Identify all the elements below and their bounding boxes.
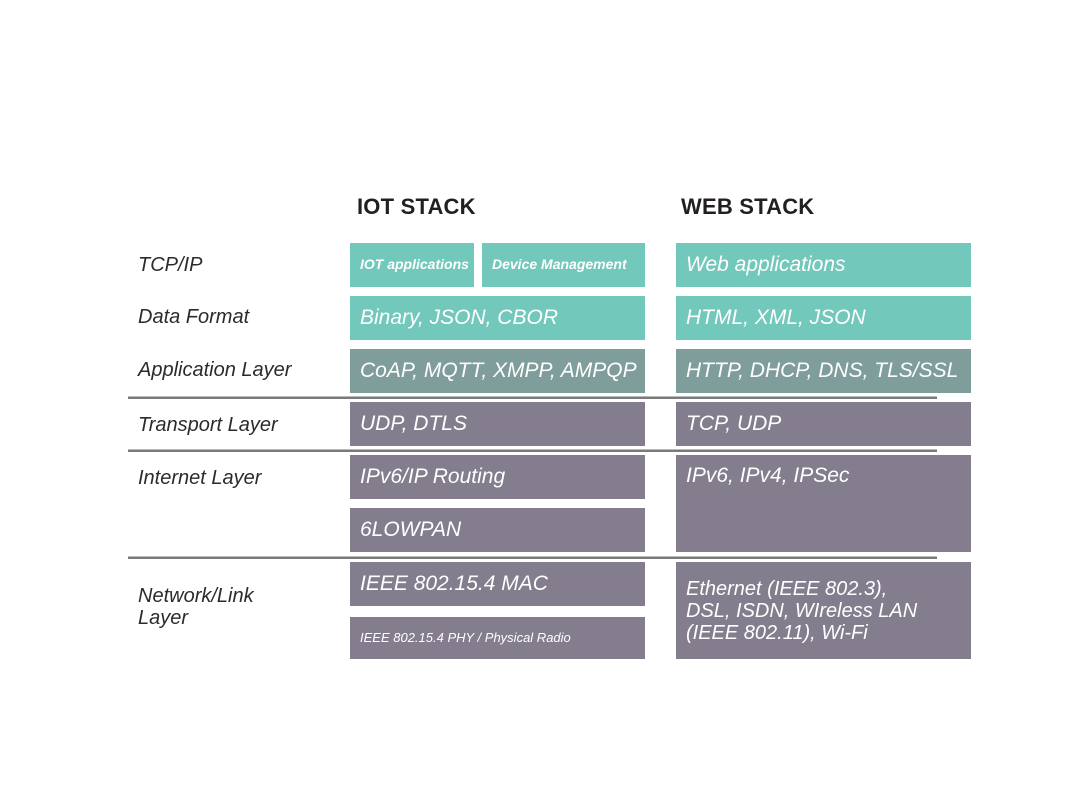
row-label-transport-layer: Transport Layer <box>138 414 278 436</box>
row-label-application-layer: Application Layer <box>138 359 292 381</box>
block-ieee-802-15-4-mac: IEEE 802.15.4 MAC <box>350 562 645 606</box>
block-ipv6-ip-routing: IPv6/IP Routing <box>350 455 645 499</box>
row-label-network-link-layer: Network/Link Layer <box>138 585 254 630</box>
block-tcp-udp: TCP, UDP <box>676 402 971 446</box>
separator-above-network-link-layer <box>128 556 937 559</box>
block-binary-json-cbor: Binary, JSON, CBOR <box>350 296 645 340</box>
row-label-internet-layer: Internet Layer <box>138 467 262 489</box>
column-header-iot-stack: IOT STACK <box>357 194 476 219</box>
block-device-management: Device Management <box>482 243 645 287</box>
block-html-xml-json: HTML, XML, JSON <box>676 296 971 340</box>
block-6lowpan: 6LOWPAN <box>350 508 645 552</box>
row-label-tcp-ip: TCP/IP <box>138 254 203 276</box>
row-label-data-format: Data Format <box>138 306 250 328</box>
column-header-web-stack: WEB STACK <box>681 194 815 219</box>
block-ipv6-ipv4-ipsec: IPv6, IPv4, IPSec <box>676 455 971 552</box>
separator-above-internet-layer <box>128 449 937 452</box>
block-ethernet-dsl-isdn-wireless-lan: Ethernet (IEEE 802.3), DSL, ISDN, WIrele… <box>676 562 971 659</box>
block-web-applications: Web applications <box>676 243 971 287</box>
block-udp-dtls: UDP, DTLS <box>350 402 645 446</box>
block-http-dhcp-dns-tls-ssl: HTTP, DHCP, DNS, TLS/SSL <box>676 349 971 393</box>
block-iot-applications: IOT applications <box>350 243 474 287</box>
block-ieee-802-15-4-phy: IEEE 802.15.4 PHY / Physical Radio <box>350 617 645 659</box>
block-coap-mqtt-xmpp-ampqp: CoAP, MQTT, XMPP, AMPQP <box>350 349 645 393</box>
separator-above-transport-layer <box>128 396 937 399</box>
